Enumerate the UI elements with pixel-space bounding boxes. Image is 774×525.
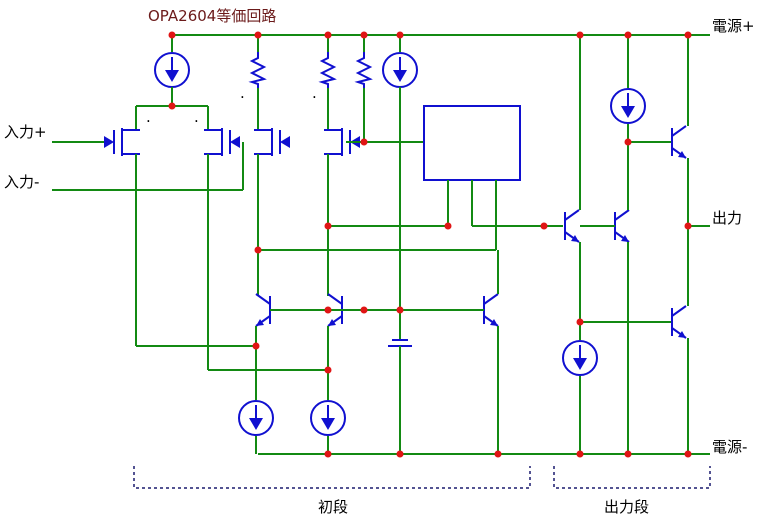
input-differential-pair: . . xyxy=(103,35,328,371)
driver-transistor-2-icon xyxy=(614,209,630,243)
output-stage xyxy=(562,35,710,454)
svg-text:.: . xyxy=(194,108,199,126)
cascode-fet-1-icon xyxy=(253,127,291,157)
svg-text:.: . xyxy=(312,84,317,102)
bias-current-source-icon xyxy=(382,52,418,88)
svg-text:.: . xyxy=(240,84,245,102)
svg-text:.: . xyxy=(146,108,151,126)
mirror-transistor-3-icon xyxy=(483,293,499,327)
label-input-plus: 入力+ xyxy=(4,123,47,141)
diagram-title: OPA2604等価回路 xyxy=(148,7,276,25)
tail-current-source-icon xyxy=(154,52,190,88)
label-output: 出力 xyxy=(712,209,742,227)
section-label-output-stage: 出力段 xyxy=(604,498,649,516)
label-supply-minus: 電源- xyxy=(712,438,747,456)
section-bracket-first-stage: 初段 xyxy=(133,466,531,516)
junction-dots xyxy=(168,31,692,458)
output-transistor-upper-icon xyxy=(671,125,687,159)
input-wiring xyxy=(52,141,244,191)
output-sink-current-source-icon xyxy=(562,340,598,376)
input-jfet-right-icon xyxy=(203,127,241,157)
current-mirror xyxy=(238,250,499,454)
load-resistor-3-icon xyxy=(357,51,371,89)
section-bracket-output-stage: 出力段 xyxy=(553,466,711,516)
bias-block xyxy=(423,105,563,250)
output-bias-current-source-icon xyxy=(610,88,646,124)
input-jfet-left-icon xyxy=(103,127,141,157)
load-resistor-2-icon xyxy=(321,51,335,89)
supply-rails xyxy=(172,34,710,455)
load-resistor-1-icon xyxy=(251,51,265,89)
driver-transistor-1-icon xyxy=(564,209,580,243)
label-supply-plus: 電源+ xyxy=(712,17,755,35)
mirror-transistor-1-icon xyxy=(255,293,271,327)
section-label-first-stage: 初段 xyxy=(318,498,348,516)
sink-current-source-1-icon xyxy=(238,400,274,436)
label-input-minus: 入力- xyxy=(4,173,39,191)
sink-current-source-2-icon xyxy=(310,400,346,436)
output-transistor-lower-icon xyxy=(671,305,687,339)
